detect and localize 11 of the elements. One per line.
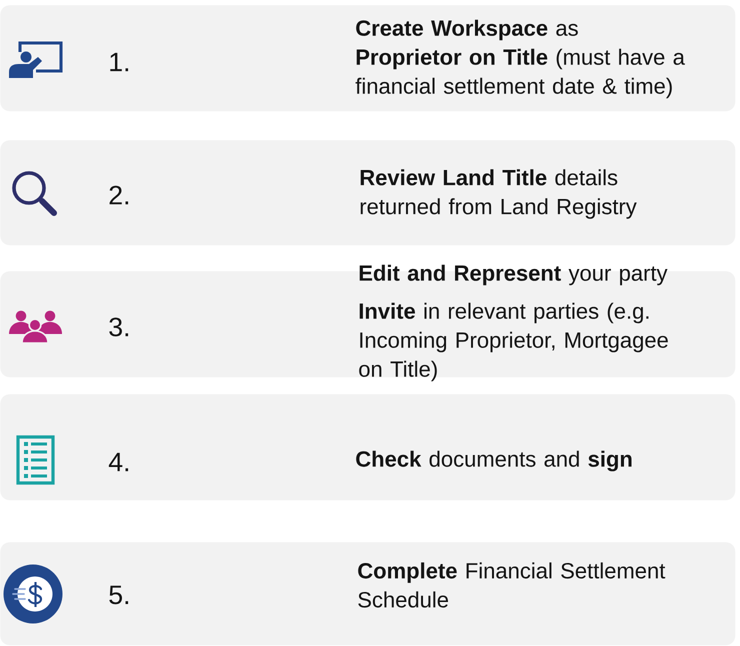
step-text: Review Land Title details returned from Land Registry <box>360 169 637 219</box>
step-number: 4. <box>108 452 128 472</box>
step-number: 5. <box>109 586 128 604</box>
step-number: 1. <box>110 52 128 72</box>
step-text: Edit and Represent your party <box>360 264 668 286</box>
step-number: 2. <box>110 186 128 204</box>
step-text: Complete Financial Settlement Schedule <box>358 562 666 608</box>
step-text: Check documents and sign <box>356 450 632 472</box>
step-text: Create Workspace as Proprietor on Title (must have a financial settlement date & time) <box>356 20 685 98</box>
step-number: 3. <box>109 318 128 336</box>
step-text: Invite in relevant parties (e.g. Incoming Proprietor, Mortgagee on Title) <box>359 302 668 382</box>
